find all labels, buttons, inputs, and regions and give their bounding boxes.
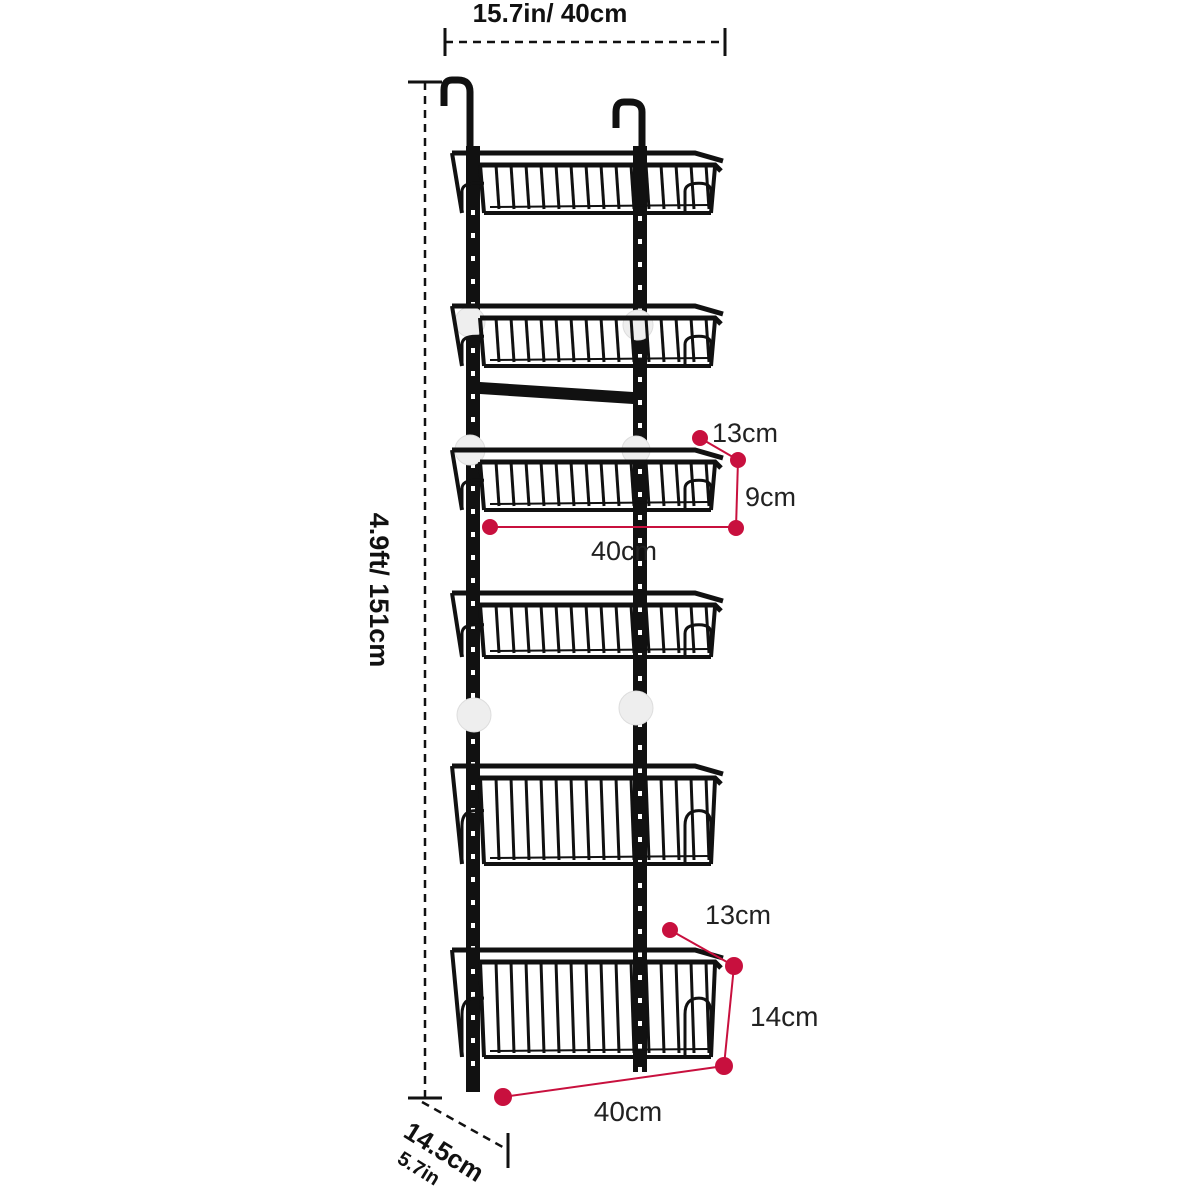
corner-point (725, 957, 743, 975)
depth-point (692, 430, 708, 446)
height-point (715, 1057, 733, 1075)
left-door-hook (440, 76, 474, 148)
large-basket-depth-label: 13cm (705, 900, 771, 930)
wire-basket (450, 303, 724, 368)
wire-basket (450, 150, 724, 215)
cross-bar (480, 382, 633, 404)
overall-width-dimension: 15.7in/ 40cm (443, 0, 727, 56)
right-door-hook (612, 98, 646, 148)
height-point (728, 520, 744, 536)
overall-width-label: 15.7in/ 40cm (473, 0, 628, 28)
large-basket-width-label: 40cm (594, 1096, 662, 1127)
corner-point (730, 452, 746, 468)
depth-dimension: 14.5cm 5.7in (393, 1100, 510, 1190)
wire-basket (450, 763, 724, 866)
large-basket-height-label: 14cm (750, 1001, 818, 1032)
small-basket-height-label: 9cm (745, 482, 796, 512)
wire-basket (450, 947, 724, 1059)
left-rail (466, 146, 480, 1092)
small-basket-width-label: 40cm (591, 536, 657, 566)
rack-frame (440, 76, 647, 1092)
overall-height-dimension: 4.9ft/ 151cm (364, 80, 442, 1100)
large-basket-dimension: 13cm 14cm 40cm (494, 900, 818, 1127)
overall-height-label: 4.9ft/ 151cm (364, 513, 394, 668)
wire-basket (450, 590, 724, 659)
wire-basket (450, 447, 724, 512)
width-point (482, 519, 498, 535)
baskets (450, 150, 724, 1059)
suction-cups (454, 306, 654, 733)
width-point (494, 1088, 512, 1106)
small-basket-depth-label: 13cm (712, 418, 778, 448)
small-basket-dimension: 13cm 9cm 40cm (482, 418, 796, 566)
depth-point (662, 922, 678, 938)
